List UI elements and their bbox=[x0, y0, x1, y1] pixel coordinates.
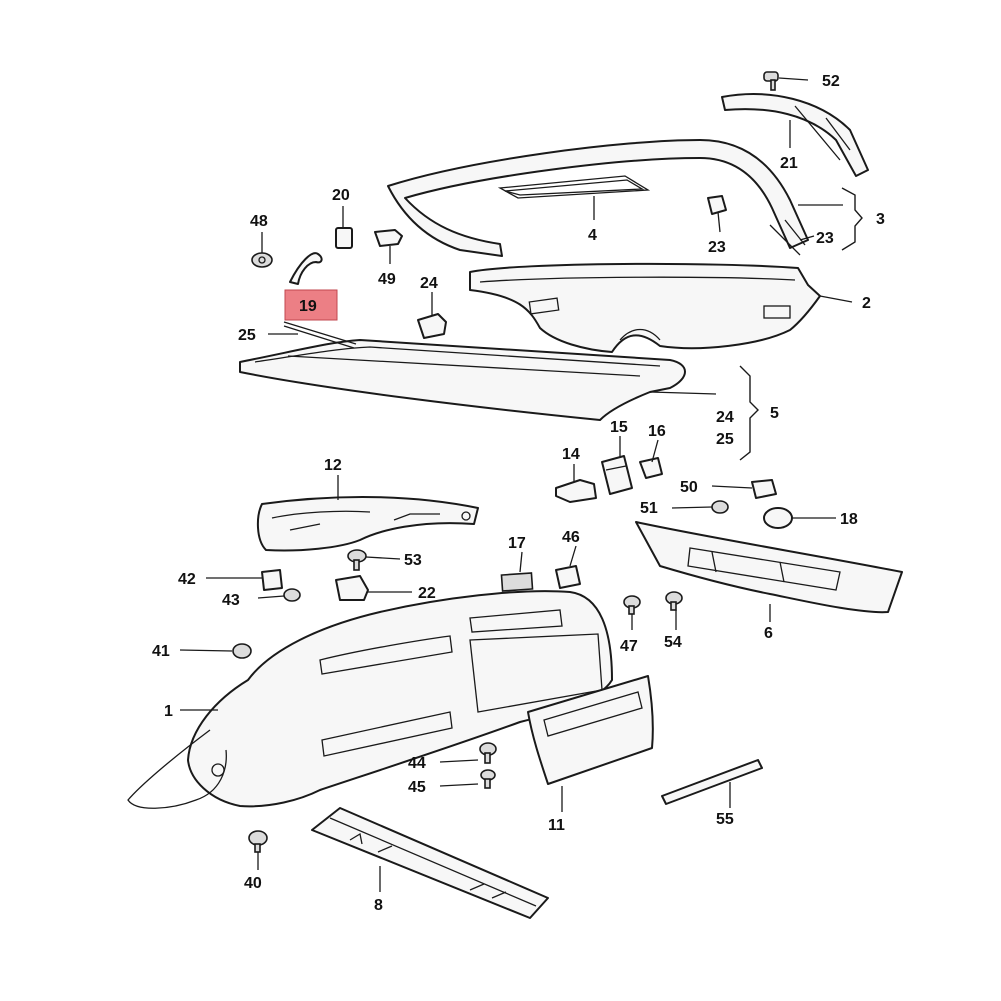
part-40-clip bbox=[248, 830, 268, 853]
part-14-clip bbox=[555, 479, 597, 503]
callout-24-upper: 24 bbox=[420, 275, 438, 292]
callout-22: 22 bbox=[418, 585, 436, 602]
part-19-hook bbox=[289, 252, 323, 285]
part-24-bumper bbox=[417, 313, 447, 339]
callout-14: 14 bbox=[562, 446, 580, 463]
part-8-floor-rail bbox=[311, 807, 549, 919]
callout-40: 40 bbox=[244, 875, 262, 892]
callout-48: 48 bbox=[250, 213, 268, 230]
callout-49: 49 bbox=[378, 271, 396, 288]
callout-41: 41 bbox=[152, 643, 170, 660]
part-12-side-bracket bbox=[256, 496, 479, 552]
part-6-rear-panel bbox=[635, 521, 903, 614]
part-22-cap bbox=[335, 575, 369, 601]
part-49-clip bbox=[374, 229, 403, 247]
callout-24-bracket: 24 bbox=[716, 409, 734, 426]
callout-3: 3 bbox=[876, 211, 885, 228]
part-2-upper-trim bbox=[469, 262, 821, 353]
callout-47: 47 bbox=[620, 638, 638, 655]
part-50-clip bbox=[751, 479, 777, 499]
callout-23-bracket: 23 bbox=[816, 230, 834, 247]
part-17-pad bbox=[500, 572, 534, 592]
brace-group-5 bbox=[739, 365, 759, 461]
part-5-parcel-shelf bbox=[239, 339, 686, 421]
callout-54: 54 bbox=[664, 634, 682, 651]
part-16-clip bbox=[639, 457, 663, 479]
callout-17: 17 bbox=[508, 535, 526, 552]
callout-50: 50 bbox=[680, 479, 698, 496]
callout-18: 18 bbox=[840, 511, 858, 528]
part-21-trim-strip bbox=[721, 93, 869, 177]
highlight-box-19 bbox=[284, 289, 338, 321]
part-46-clip bbox=[555, 565, 581, 589]
callout-labels: 52 21 3 23 23 4 20 48 49 19 24 2 25 24 2… bbox=[152, 73, 885, 914]
callout-25-upper: 25 bbox=[238, 327, 256, 344]
callout-11: 11 bbox=[548, 817, 565, 834]
callout-51: 51 bbox=[640, 500, 658, 517]
callout-8: 8 bbox=[374, 897, 383, 914]
part-11-cover-panel bbox=[527, 675, 654, 785]
callout-25-bracket: 25 bbox=[716, 431, 734, 448]
part-15-bracket bbox=[601, 455, 633, 495]
part-54-screw bbox=[665, 591, 683, 611]
callout-12: 12 bbox=[324, 457, 342, 474]
part-42-clip bbox=[261, 569, 283, 591]
callout-1: 1 bbox=[164, 703, 173, 720]
callout-21: 21 bbox=[780, 155, 798, 172]
callout-44: 44 bbox=[408, 755, 426, 772]
callout-6: 6 bbox=[764, 625, 773, 642]
part-4-window-frame bbox=[387, 139, 809, 257]
part-51-screw bbox=[711, 500, 729, 514]
callout-15: 15 bbox=[610, 419, 628, 436]
callout-52: 52 bbox=[822, 73, 840, 90]
callout-20: 20 bbox=[332, 187, 350, 204]
callout-19: 19 bbox=[299, 298, 317, 315]
callout-46: 46 bbox=[562, 529, 580, 546]
part-44-screw bbox=[479, 742, 497, 764]
part-52-screw bbox=[763, 71, 779, 91]
part-53-screw bbox=[347, 549, 367, 571]
callout-4: 4 bbox=[588, 227, 597, 244]
callout-43: 43 bbox=[222, 592, 240, 609]
part-41-clip bbox=[232, 643, 252, 659]
callout-53: 53 bbox=[404, 552, 422, 569]
callout-5: 5 bbox=[770, 405, 779, 422]
part-48-screw bbox=[251, 252, 273, 268]
part-45-screw bbox=[480, 769, 496, 789]
part-47-screw bbox=[623, 595, 641, 615]
callout-45: 45 bbox=[408, 779, 426, 796]
part-55-strip bbox=[661, 759, 763, 805]
part-23-clip bbox=[707, 195, 727, 215]
callout-2: 2 bbox=[862, 295, 871, 312]
part-18-cap bbox=[763, 507, 793, 529]
brace-group-3 bbox=[841, 187, 863, 251]
callout-55: 55 bbox=[716, 811, 734, 828]
part-1-side-trim bbox=[127, 590, 613, 809]
part-20-clip bbox=[335, 227, 353, 249]
part-25-rod bbox=[283, 321, 357, 349]
part-43-screw bbox=[283, 588, 301, 602]
callout-42: 42 bbox=[178, 571, 196, 588]
leader-lines bbox=[179, 77, 853, 892]
callout-23-upper: 23 bbox=[708, 239, 726, 256]
callout-16: 16 bbox=[648, 423, 666, 440]
